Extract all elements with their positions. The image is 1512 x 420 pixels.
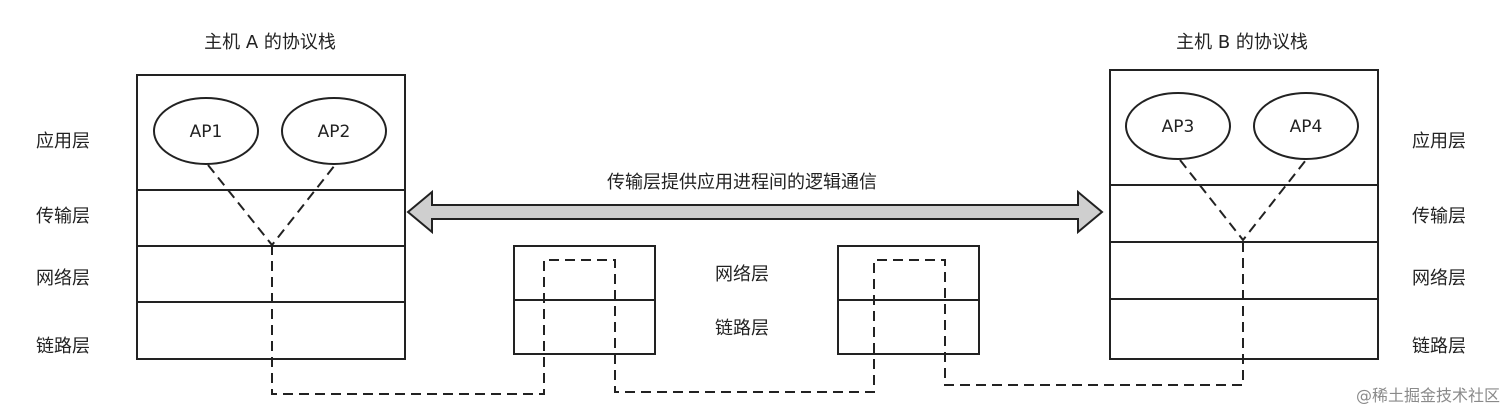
- host-a-app-2-oval: [281, 97, 387, 165]
- host-b-layer-application: 应用层: [1412, 131, 1466, 152]
- router-layer-network-label: 网络层: [715, 264, 769, 285]
- packet-route-path: [271, 240, 1244, 395]
- host-a-layer-transport: 传输层: [36, 206, 90, 227]
- host-a-layer-network: 网络层: [36, 268, 90, 289]
- host-b-title: 主机 B 的协议栈: [1176, 32, 1308, 53]
- host-a-app-2-label: AP2: [318, 122, 351, 142]
- router-layer-link-label: 链路层: [715, 318, 769, 339]
- router-1: [513, 245, 656, 355]
- host-b-layer-network: 网络层: [1412, 268, 1466, 289]
- host-b-layer-link: 链路层: [1412, 336, 1466, 357]
- host-b-app-2-label: AP4: [1290, 117, 1323, 137]
- host-b-layer-transport: 传输层: [1412, 206, 1466, 227]
- watermark: @稀土掘金技术社区: [1356, 386, 1500, 405]
- host-b-app-2-oval: [1253, 92, 1359, 160]
- host-b-app-path: [1179, 159, 1307, 242]
- router-2: [837, 245, 980, 355]
- host-a-layer-application: 应用层: [36, 131, 90, 152]
- host-b-app-1-oval: [1125, 92, 1231, 160]
- arrow-caption: 传输层提供应用进程间的逻辑通信: [607, 172, 877, 193]
- host-b-app-1-label: AP3: [1162, 117, 1195, 137]
- logical-communication-arrow: 传输层提供应用进程间的逻辑通信: [406, 172, 1104, 235]
- host-a-title: 主机 A 的协议栈: [204, 32, 336, 53]
- double-arrow-shape: [406, 189, 1104, 235]
- data-path: [207, 159, 1307, 395]
- host-a-stack: 主机 A 的协议栈 AP1 AP2 应用层 传输层 网络层 链路层: [36, 32, 406, 360]
- host-a-layer-link: 链路层: [36, 336, 90, 357]
- host-b-stack: 主机 B 的协议栈 AP3 AP4 应用层 传输层 网络层 链路层: [1109, 32, 1466, 360]
- host-a-app-1-label: AP1: [190, 122, 223, 142]
- host-a-app-1-oval: [153, 97, 259, 165]
